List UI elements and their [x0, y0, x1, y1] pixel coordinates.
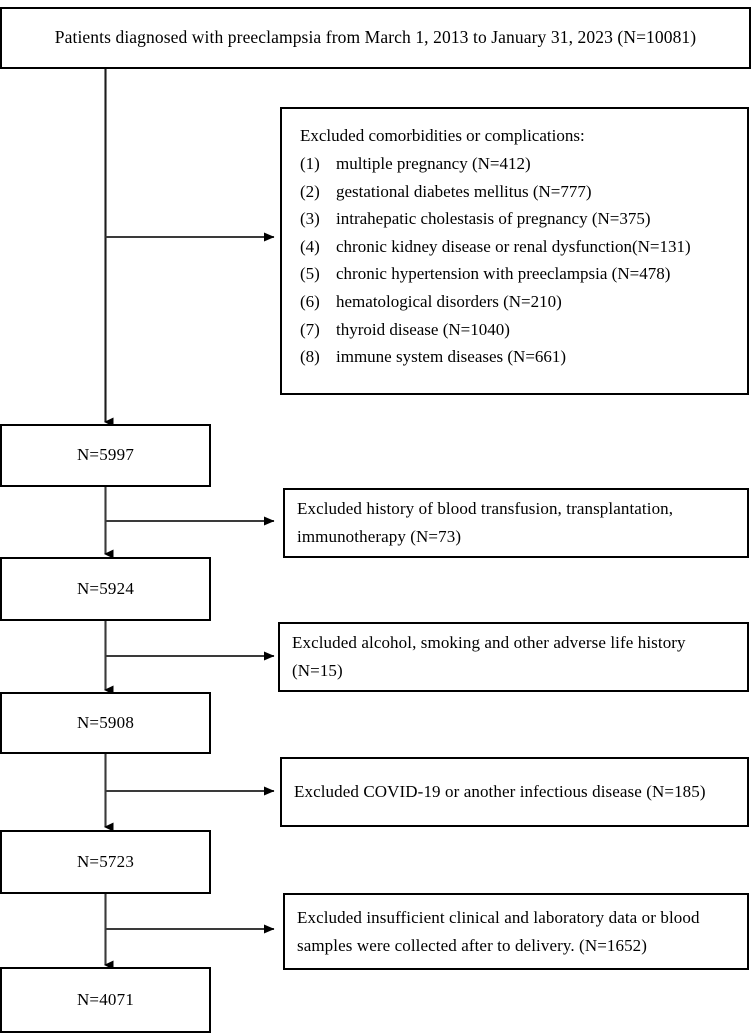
exclusion-list-heading: Excluded comorbidities or complications:: [300, 126, 585, 145]
title-box: Patients diagnosed with preeclampsia fro…: [0, 7, 751, 69]
exclusion-box-transfusion: Excluded history of blood transfusion, t…: [283, 488, 749, 558]
title-box-label: Patients diagnosed with preeclampsia fro…: [54, 27, 697, 48]
exclusion-list-item: (4) chronic kidney disease or renal dysf…: [300, 233, 733, 261]
exclusion-item-number: (2): [300, 181, 320, 201]
exclusion-box-insufficient-data: Excluded insufficient clinical and labor…: [283, 893, 749, 970]
cohort-box-label: N=5908: [76, 712, 135, 732]
exclusion-box-covid: Excluded COVID-19 or another infectious …: [280, 757, 749, 827]
exclusion-list-item: (2) gestational diabetes mellitus (N=777…: [300, 178, 733, 206]
cohort-box-label: N=5997: [76, 445, 135, 465]
cohort-box-label: N=4071: [76, 989, 135, 1009]
exclusion-list-item: (7) thyroid disease (N=1040): [300, 316, 733, 344]
exclusion-item-text: thyroid disease (N=1040): [336, 319, 510, 339]
cohort-box-5924: N=5924: [0, 557, 211, 621]
exclusion-list-item: (8) immune system diseases (N=661): [300, 343, 733, 371]
exclusion-box-label: Excluded COVID-19 or another infectious …: [294, 782, 706, 802]
exclusion-list-item: (5) chronic hypertension with preeclamps…: [300, 260, 733, 288]
exclusion-list-item: (6) hematological disorders (N=210): [300, 288, 733, 316]
exclusion-item-text: immune system diseases (N=661): [336, 347, 567, 367]
exclusion-list-item: (3) intrahepatic cholestasis of pregnanc…: [300, 205, 733, 233]
exclusion-item-number: (4): [300, 236, 320, 256]
exclusion-item-number: (8): [300, 347, 320, 367]
exclusion-item-text: multiple pregnancy (N=412): [336, 154, 531, 174]
exclusion-box-lifestyle: Excluded alcohol, smoking and other adve…: [278, 622, 749, 692]
exclusion-item-number: (1): [300, 154, 320, 174]
exclusion-box-label: Excluded insufficient clinical and labor…: [297, 907, 700, 955]
cohort-box-5908: N=5908: [0, 692, 211, 754]
exclusion-item-number: (5): [300, 264, 320, 284]
exclusion-item-number: (6): [300, 292, 320, 311]
exclusion-item-text: intrahepatic cholestasis of pregnancy (N…: [336, 209, 651, 229]
exclusion-item-text: hematological disorders (N=210): [336, 292, 562, 311]
exclusion-item-text: gestational diabetes mellitus (N=777): [336, 181, 592, 201]
cohort-box-5723: N=5723: [0, 830, 211, 894]
cohort-box-5997: N=5997: [0, 424, 211, 487]
exclusion-box-label: Excluded history of blood transfusion, t…: [297, 499, 674, 546]
exclusion-list-item: (1) multiple pregnancy (N=412): [300, 150, 733, 178]
exclusion-item-text: chronic kidney disease or renal dysfunct…: [336, 236, 691, 256]
exclusion-item-text: chronic hypertension with preeclampsia (…: [336, 264, 671, 284]
exclusion-box-label: Excluded alcohol, smoking and other adve…: [292, 633, 686, 680]
exclusion-list-box: Excluded comorbidities or complications:…: [280, 107, 749, 395]
cohort-box-label: N=5924: [76, 578, 135, 598]
cohort-box-4071: N=4071: [0, 967, 211, 1033]
cohort-box-label: N=5723: [76, 851, 135, 871]
exclusion-item-number: (7): [300, 319, 320, 339]
exclusion-item-number: (3): [300, 209, 320, 229]
